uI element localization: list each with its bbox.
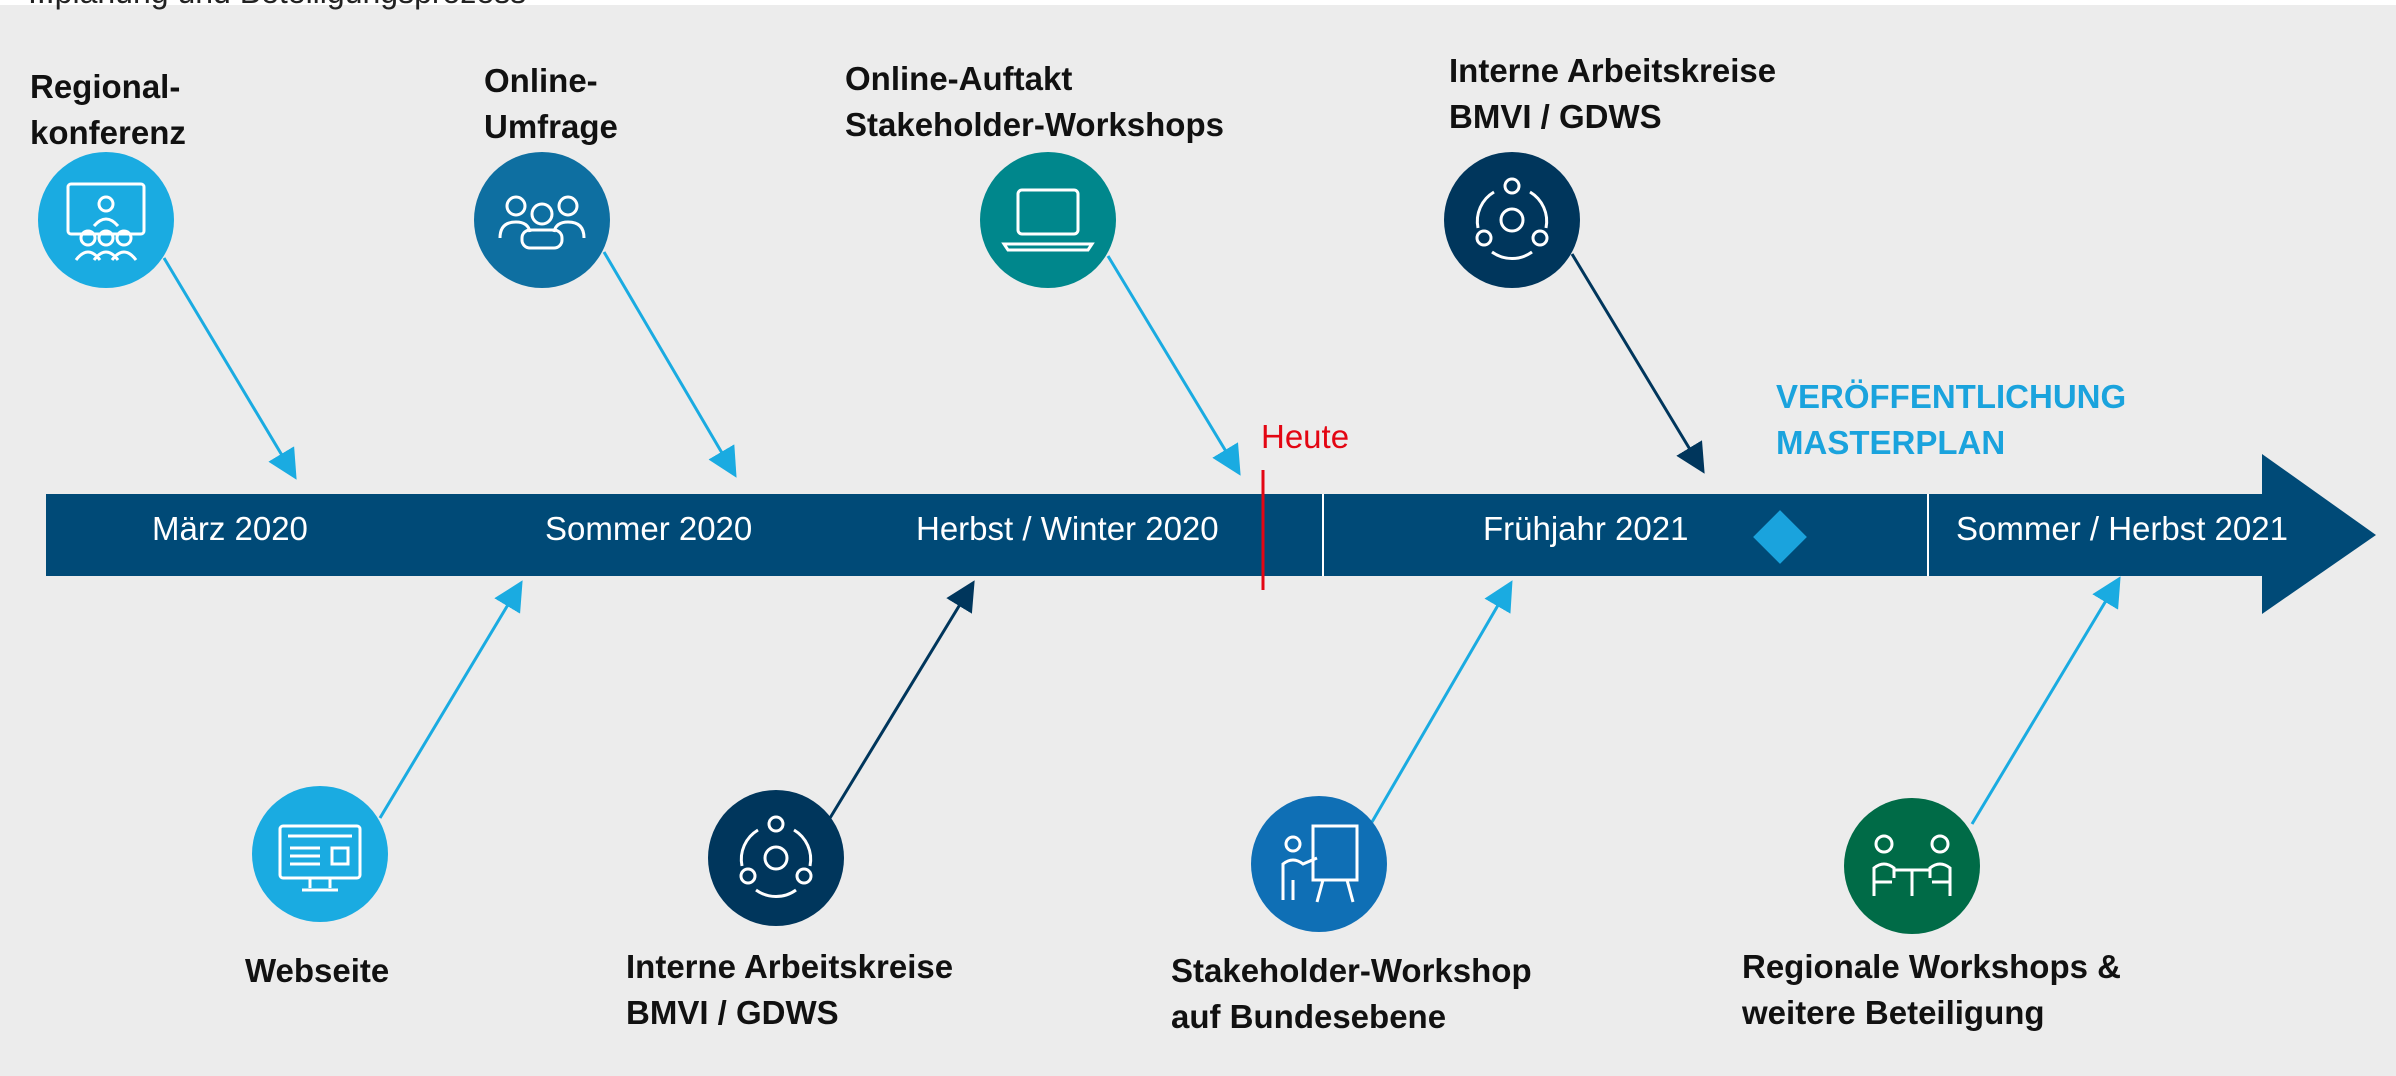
connector-arrow <box>1570 253 1705 474</box>
connector-arrow <box>1106 255 1241 476</box>
today-label: Heute <box>1261 418 1350 455</box>
period-label: März 2020 <box>152 510 308 547</box>
connector-arrow <box>378 580 523 819</box>
event-label-stakeholder-workshop: Stakeholder-Workshop auf Bundesebene <box>1171 952 1532 1035</box>
monitor-icon <box>252 786 388 922</box>
group-icon <box>474 152 610 288</box>
connector-arrow <box>1370 580 1513 823</box>
connector-arrow <box>162 257 297 480</box>
presenter-icon <box>1251 796 1387 932</box>
event-label-online-auftakt: Online-Auftakt Stakeholder-Workshops <box>845 60 1224 143</box>
connector-arrow <box>828 580 975 819</box>
header-strip: ...planung und Beteiligungsprozess <box>0 0 2396 10</box>
timeline-bar <box>46 454 2376 614</box>
period-label: Sommer / Herbst 2021 <box>1956 510 2288 547</box>
connector-arrow <box>1970 576 2121 825</box>
connector-arrow <box>602 251 737 478</box>
event-label-interne-arbeitskreise-top: Interne Arbeitskreise BMVI / GDWS <box>1449 52 1777 135</box>
publication-label-line: MASTERPLAN <box>1776 424 2006 461</box>
period-label: Sommer 2020 <box>545 510 753 547</box>
event-label-online-umfrage: Online- Umfrage <box>484 62 618 145</box>
conference-icon <box>38 152 174 288</box>
publication-label: VERÖFFENTLICHUNG MASTERPLAN <box>1776 374 2126 466</box>
header-fragment: ...planung und Beteiligungsprozess <box>28 0 526 11</box>
event-label-interne-arbeitskreise-bottom: Interne Arbeitskreise BMVI / GDWS <box>626 948 954 1031</box>
period-label: Frühjahr 2021 <box>1483 510 1689 547</box>
network-icon <box>708 790 844 926</box>
period-label: Herbst / Winter 2020 <box>916 510 1219 547</box>
publication-label-line: VERÖFFENTLICHUNG <box>1776 378 2127 415</box>
event-label-regionale-workshops: Regionale Workshops & weitere Beteiligun… <box>1742 948 2121 1031</box>
laptop-icon <box>980 152 1116 288</box>
meeting-icon <box>1844 798 1980 934</box>
event-label-webseite: Webseite <box>245 952 390 989</box>
network-icon <box>1444 152 1580 288</box>
event-label-regionalkonferenz: Regional- konferenz <box>30 68 186 151</box>
